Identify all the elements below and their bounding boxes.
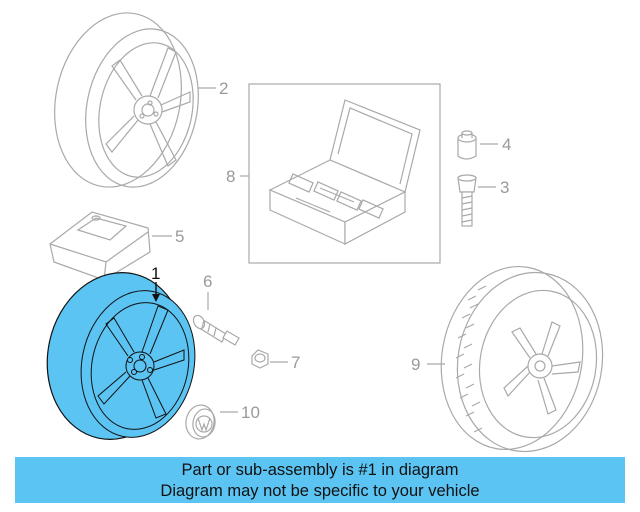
banner-line-1: Part or sub-assembly is #1 in diagram: [181, 461, 459, 479]
part-8-tool-kit[interactable]: [268, 99, 421, 245]
part-7-valve-cap[interactable]: [251, 349, 269, 369]
leader-arrow-1: [152, 294, 160, 302]
banner-line-2: Diagram may not be specific to your vehi…: [160, 482, 480, 500]
part-2-alloy-wheel[interactable]: [39, 1, 212, 199]
part-10-center-cap[interactable]: [183, 403, 217, 441]
parts-diagram: 2 8 4 3 5: [32, 1, 616, 455]
callout-8[interactable]: 8: [226, 167, 235, 186]
callout-4[interactable]: 4: [502, 135, 511, 154]
part-1-alloy-wheel-highlighted[interactable]: [32, 260, 208, 453]
info-banner: Part or sub-assembly is #1 in diagram Di…: [15, 457, 625, 503]
part-6-valve-stem[interactable]: [191, 313, 240, 346]
part-3-wheel-bolt[interactable]: [457, 174, 477, 227]
part-5-tpms-sensor[interactable]: [49, 211, 151, 281]
callout-9[interactable]: 9: [411, 355, 420, 374]
kit-frame: [248, 83, 441, 264]
callout-3[interactable]: 3: [500, 178, 509, 197]
callout-2[interactable]: 2: [219, 79, 228, 98]
part-9-tire[interactable]: [427, 255, 616, 455]
callout-1[interactable]: 1: [151, 264, 160, 283]
callout-10[interactable]: 10: [241, 403, 260, 422]
callout-7[interactable]: 7: [291, 353, 300, 372]
part-4-lug-nut-cap[interactable]: [457, 130, 477, 160]
callout-5[interactable]: 5: [175, 227, 184, 246]
callout-6[interactable]: 6: [203, 272, 212, 291]
